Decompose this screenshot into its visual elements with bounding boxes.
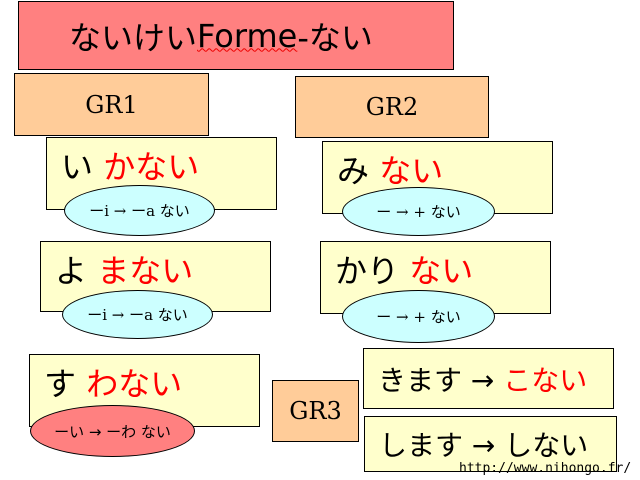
gr2-rule-2: ー → + ない xyxy=(342,290,495,343)
gr2-rule-1: ー → + ない xyxy=(342,187,495,236)
group-label-gr1: GR1 xyxy=(14,73,209,136)
page-title: ないけい Forme-ない xyxy=(18,1,454,70)
gr1-rule-1: ーi → ーa ない xyxy=(64,185,215,236)
gr3-kuru: きます → こない xyxy=(363,348,614,409)
group-label-gr3: GR3 xyxy=(272,380,359,442)
group-label-gr2: GR2 xyxy=(295,76,489,138)
gr1-rule-3: ーい → ーわ ない xyxy=(30,405,195,457)
source-url: http://www.nihongo.fr/ xyxy=(459,461,632,476)
gr1-rule-2: ーi → ーa ない xyxy=(62,290,213,339)
gr3-suru: します → しない xyxy=(364,416,617,472)
